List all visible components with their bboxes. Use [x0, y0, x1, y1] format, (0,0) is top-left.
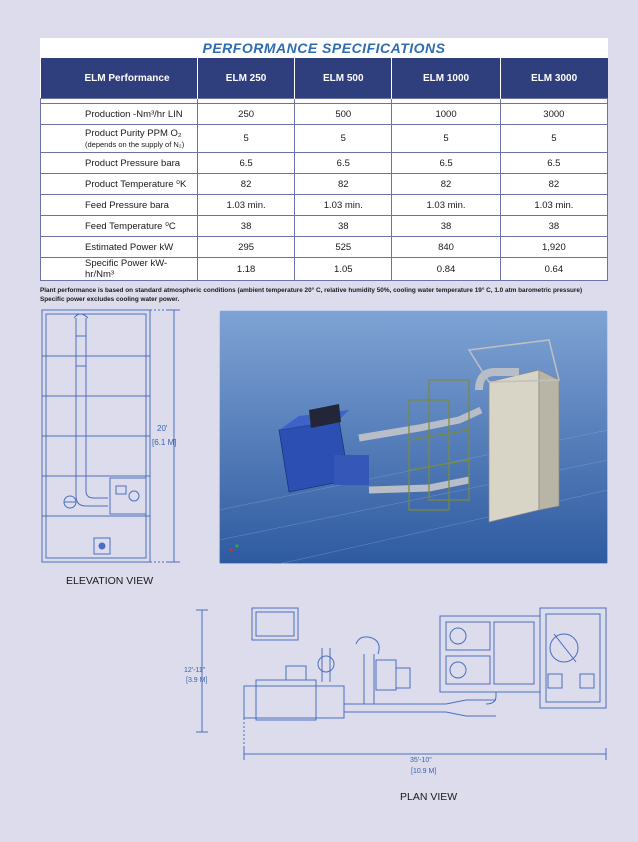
row-label: Product Temperature ⁰K [85, 178, 187, 190]
table-cell: 5 [294, 124, 393, 153]
table-header: ELM 250 [197, 58, 296, 99]
plan-depth-ft: 12'-11" [184, 667, 206, 674]
table-cell: 525 [294, 236, 393, 258]
row-label-cell: Feed Pressure bara [40, 194, 198, 216]
table-cell: 1.18 [196, 257, 296, 281]
row-label-cell: Feed Temperature ⁰C [40, 215, 198, 237]
row-label: Estimated Power kW [85, 241, 174, 253]
elevation-height-m: [6.1 M] [152, 438, 177, 447]
table-cell: 82 [391, 173, 501, 195]
table-cell: 0.64 [499, 257, 609, 281]
table-cell: 295 [196, 236, 296, 258]
elevation-view-label: ELEVATION VIEW [66, 575, 154, 587]
table-cell: 38 [391, 215, 501, 237]
row-label-cell: Product Purity PPM O₂(depends on the sup… [40, 124, 198, 153]
plant-3d-rendering [219, 310, 608, 564]
table-header-row: ELM Performance ELM 250 ELM 500 ELM 1000… [40, 58, 608, 99]
table-cell: 5 [196, 124, 296, 153]
table-cell: 82 [294, 173, 393, 195]
plan-drawing [196, 607, 607, 760]
row-label: Feed Pressure bara [85, 199, 169, 211]
table-header: ELM Performance [40, 58, 198, 99]
plan-width-m: [10.9 M] [411, 768, 437, 775]
page-title: PERFORMANCE SPECIFICATIONS [202, 40, 446, 56]
table-row: Product Purity PPM O₂(depends on the sup… [40, 124, 609, 153]
table-cell: 250 [196, 103, 296, 125]
plan-depth-m: [3.9 M] [186, 677, 208, 684]
table-cell: 82 [196, 173, 296, 195]
table-cell: 1,920 [499, 236, 609, 258]
row-label: Product Purity PPM O₂ [85, 128, 182, 139]
row-label-cell: Estimated Power kW [40, 236, 198, 258]
row-sublabel: (depends on the supply of N₂) [85, 140, 185, 149]
row-label: Product Pressure bara [85, 157, 181, 169]
table-cell: 1.03 min. [196, 194, 296, 216]
performance-table: ELM Performance ELM 250 ELM 500 ELM 1000… [40, 58, 609, 281]
table-header: ELM 500 [294, 58, 393, 99]
table-header: ELM 3000 [500, 58, 608, 99]
row-label-cell: Product Temperature ⁰K [40, 173, 198, 195]
row-label-cell: Production -Nm³/hr LIN [40, 103, 198, 125]
plan-width-ft: 35'-10" [410, 757, 432, 764]
table-cell: 1.03 min. [294, 194, 393, 216]
table-cell: 1000 [391, 103, 501, 125]
performance-notes: Plant performance is based on standard a… [40, 287, 610, 304]
table-cell: 6.5 [499, 152, 609, 174]
table-header: ELM 1000 [391, 58, 501, 99]
table-cell: 0.84 [391, 257, 501, 281]
note-line: Plant performance is based on standard a… [40, 287, 583, 294]
row-label-cell: Product Pressure bara [40, 152, 198, 174]
note-line: Specific power excludes cooling water po… [40, 295, 180, 303]
table-cell: 38 [294, 215, 393, 237]
table-cell: 1.03 min. [499, 194, 609, 216]
table-cell: 3000 [499, 103, 609, 125]
table-cell: 1.03 min. [391, 194, 501, 216]
row-label-cell: Specific Power kW-hr/Nm³ [40, 257, 198, 281]
row-label: Feed Temperature ⁰C [85, 220, 176, 232]
table-cell: 840 [391, 236, 501, 258]
table-cell: 5 [499, 124, 609, 153]
table-cell: 6.5 [196, 152, 296, 174]
table-cell: 1.05 [294, 257, 393, 281]
table-cell: 6.5 [391, 152, 501, 174]
row-label: Production -Nm³/hr LIN [85, 108, 183, 120]
elevation-drawing [41, 309, 180, 563]
elevation-height-ft: 20' [157, 424, 168, 433]
row-label: Specific Power kW-hr/Nm³ [85, 258, 168, 280]
table-cell: 38 [196, 215, 296, 237]
plan-view-label: PLAN VIEW [400, 791, 458, 803]
table-cell: 38 [499, 215, 609, 237]
table-cell: 5 [391, 124, 501, 153]
table-cell: 6.5 [294, 152, 393, 174]
table-cell: 82 [499, 173, 609, 195]
title-bar: PERFORMANCE SPECIFICATIONS [40, 38, 608, 58]
table-cell: 500 [294, 103, 393, 125]
